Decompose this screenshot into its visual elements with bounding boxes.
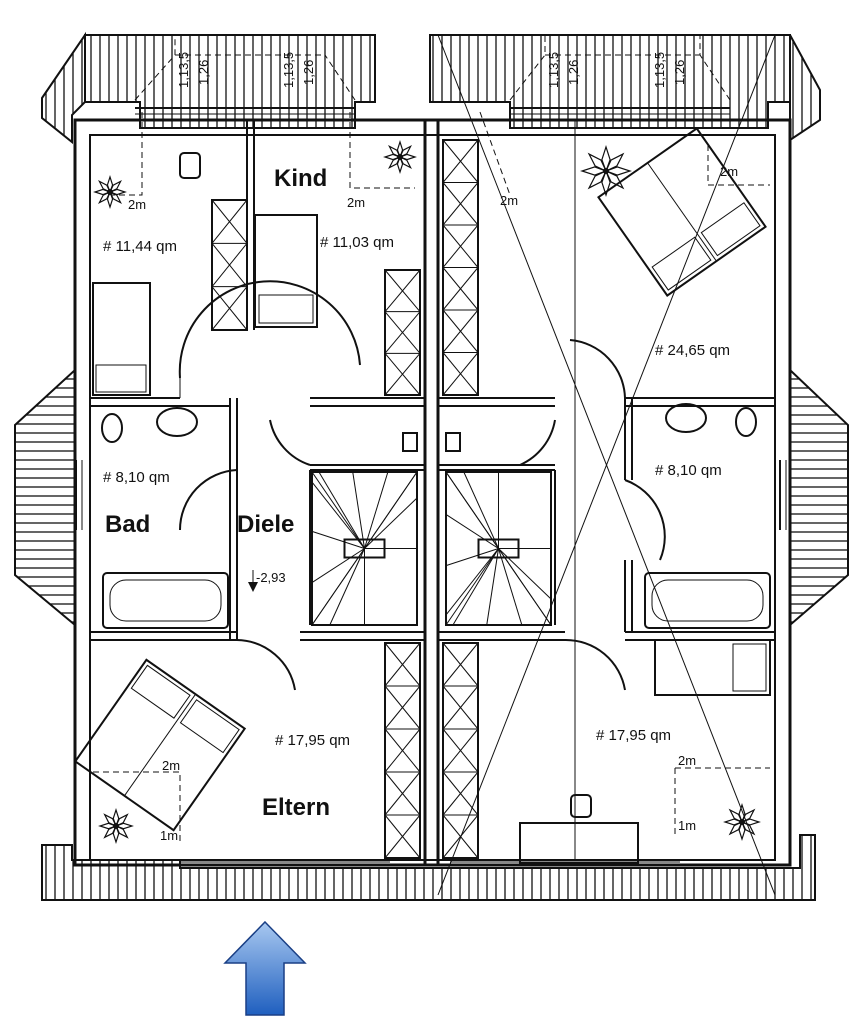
dim-126-d: 1,26: [672, 60, 687, 85]
plant-icon: [93, 175, 127, 209]
area-bad: # 8,10 qm: [103, 469, 170, 486]
beds: [73, 127, 771, 832]
wardrobe: [442, 139, 479, 396]
plant-icon: [383, 140, 417, 174]
dormer-dimensions: [134, 35, 731, 101]
room-name-diele: Diele: [237, 511, 294, 538]
plant-icon: [98, 808, 134, 844]
area-left-top: # 11,44 qm: [103, 238, 177, 255]
wardrobe: [211, 199, 248, 331]
area-right-bottom: # 17,95 qm: [596, 727, 671, 744]
clearance-2m-c: 2m: [500, 193, 518, 208]
wardrobe: [442, 642, 479, 859]
level-marker: [248, 570, 258, 592]
dim-1135-a: 1,13,5: [176, 52, 191, 88]
wardrobe: [384, 642, 421, 859]
clearance-1m-b: 1m: [678, 818, 696, 833]
dim-126-a: 1,26: [196, 60, 211, 85]
dim-1135-d: 1,13,5: [652, 52, 667, 88]
room-name-bad: Bad: [105, 511, 150, 538]
clearance-2m-d: 2m: [720, 164, 738, 179]
level-diele: -2,93: [256, 570, 286, 585]
staircase: [311, 471, 418, 626]
windows: [75, 107, 787, 863]
clearance-areas: [93, 111, 770, 845]
area-eltern: # 17,95 qm: [275, 732, 350, 749]
area-right-top: # 24,65 qm: [655, 342, 730, 359]
area-kind: # 11,03 qm: [320, 234, 394, 251]
orientation-arrow-icon: [223, 920, 307, 1016]
staircase: [445, 471, 552, 626]
clearance-1m-a: 1m: [160, 828, 178, 843]
dim-1135-c: 1,13,5: [546, 52, 561, 88]
plant-icon: [580, 145, 632, 197]
area-right-bath: # 8,10 qm: [655, 462, 722, 479]
clearance-2m-f: 2m: [678, 753, 696, 768]
door-swings: [178, 280, 666, 691]
room-name-kind: Kind: [274, 165, 327, 192]
room-name-eltern: Eltern: [262, 794, 330, 821]
wardrobes: [211, 139, 479, 859]
dim-126-b: 1,26: [301, 60, 316, 85]
wardrobe: [384, 269, 421, 396]
clearance-2m-e: 2m: [162, 758, 180, 773]
clearance-2m-b: 2m: [347, 195, 365, 210]
sight-lines: [437, 34, 776, 896]
dim-126-c: 1,26: [566, 60, 581, 85]
clearance-2m-a: 2m: [128, 197, 146, 212]
dim-1135-b: 1,13,5: [281, 52, 296, 88]
bath-fixtures: [101, 152, 771, 864]
roof-hatching: [14, 31, 849, 901]
stairs: [311, 471, 552, 626]
